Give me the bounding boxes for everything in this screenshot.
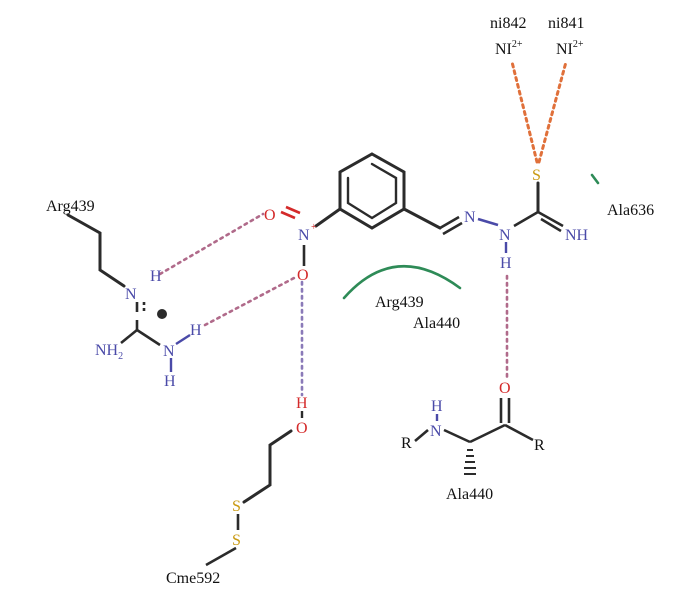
label-ala440-bottom: Ala440	[446, 486, 493, 503]
atom-ala-o: O	[499, 380, 511, 397]
arg439-sidechain	[66, 213, 191, 372]
label-arg439-mid: Arg439	[375, 294, 424, 311]
atom-s-thio: S	[532, 167, 541, 184]
atom-cme-s1: S	[232, 498, 241, 515]
atom-arg-n2: N	[163, 343, 175, 360]
nitro-group	[280, 205, 342, 266]
hydrogen-bonds	[158, 212, 509, 397]
hydrophobic-arc-arg439-ala440	[342, 264, 462, 300]
cme592-chain	[205, 411, 304, 567]
atom-nh-thio: NH	[565, 227, 589, 244]
label-ni-ion-2: NI2+	[556, 39, 584, 58]
atom-arg-h2: H	[190, 322, 202, 339]
label-ni-ion-1: NI2+	[495, 39, 523, 58]
hydrazone-linker	[402, 207, 539, 253]
atom-labels: O N + O N N H S NH N H NH2 N H H H O S S…	[95, 167, 589, 549]
atom-arg-n: N	[125, 286, 137, 303]
metal-bond-ni841	[537, 60, 568, 164]
residue-labels: ni842 ni841 NI2+ NI2+ Arg439 Ala636 Arg4…	[46, 15, 654, 587]
positive-charge-dot	[157, 309, 167, 319]
atom-o-nitro-top: O	[264, 207, 276, 224]
atom-n-nitro: N	[298, 227, 310, 244]
hbond-arg439-h2-o-nitro-bottom	[203, 276, 296, 327]
hashed-wedge-bond	[464, 449, 476, 475]
ala440-backbone	[414, 398, 534, 475]
atom-arg-h1: H	[150, 268, 162, 285]
atom-plus-nitro: +	[311, 222, 317, 233]
hbond-arg439-h1-o-nitro-top	[158, 212, 265, 276]
label-arg439-top: Arg439	[46, 198, 95, 215]
atom-cme-o: O	[296, 420, 308, 437]
atom-ala-n: N	[430, 423, 442, 440]
atom-ala-r-right: R	[534, 437, 545, 454]
atom-n-hydrazone-2: N	[499, 227, 511, 244]
label-cme592: Cme592	[166, 570, 220, 587]
hydrophobic-contacts	[342, 173, 600, 300]
label-ala440-mid: Ala440	[413, 315, 460, 332]
atom-arg-h3: H	[164, 373, 176, 390]
label-ni842: ni842	[490, 15, 526, 32]
atom-o-nitro-bottom: O	[297, 267, 309, 284]
atom-cme-s2: S	[232, 532, 241, 549]
atom-cme-h: H	[296, 395, 308, 412]
label-ala636: Ala636	[607, 202, 654, 219]
atom-h-hydrazone: H	[500, 255, 512, 272]
thiourea-group	[536, 181, 564, 233]
metal-bond-ni842	[510, 60, 539, 164]
hydrophobic-arc-ala636	[590, 173, 600, 185]
atom-n-hydrazone-1: N	[464, 209, 476, 226]
atom-ala-h: H	[431, 398, 443, 415]
benzene-ring	[338, 152, 406, 230]
label-ni841: ni841	[548, 15, 584, 32]
metal-coordination-bonds	[510, 60, 568, 164]
atom-ala-r-left: R	[401, 435, 412, 452]
atom-arg-nh2: NH2	[95, 342, 123, 362]
